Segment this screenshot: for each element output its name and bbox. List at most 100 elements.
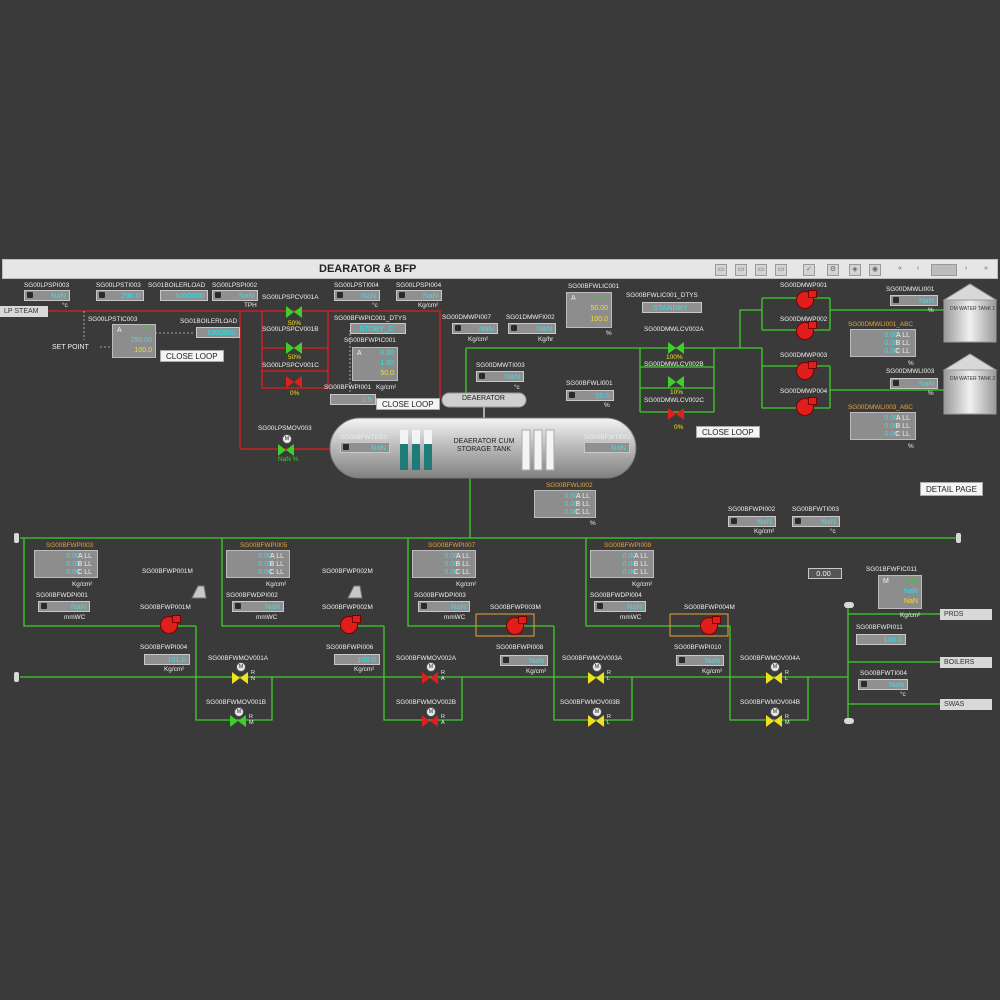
pump4-dis-value[interactable]: NaN <box>676 655 724 666</box>
signal-lines <box>83 311 351 395</box>
lpsti003-value[interactable]: 290.0 <box>96 290 144 301</box>
bfwti004-value[interactable]: NaN <box>858 679 908 690</box>
page-slider[interactable] <box>931 264 957 276</box>
lcv002b-valve[interactable] <box>668 376 684 388</box>
pump2-dis-value[interactable]: 100.0 <box>334 654 380 665</box>
layers-icon[interactable]: ◈ <box>849 264 861 276</box>
lcv002c-valve[interactable] <box>668 408 684 420</box>
bfwti001-value[interactable]: NaN <box>340 442 390 453</box>
dmwli003-value[interactable]: NaN <box>890 378 938 389</box>
pump3-icon[interactable] <box>506 616 527 635</box>
bfwti002-value[interactable]: NaN <box>584 442 630 453</box>
dmwp004-pump[interactable] <box>796 397 817 416</box>
export-icon[interactable]: ▭ <box>775 264 787 276</box>
pump1-dis-value[interactable]: 101.0 <box>144 654 190 665</box>
dmwfi002-value[interactable]: NaN <box>508 323 556 334</box>
lpspi002-value[interactable]: NaN <box>212 290 258 301</box>
dmwpi007-value[interactable]: NaN <box>452 323 498 334</box>
lpsti004-value[interactable]: NaN <box>334 290 380 301</box>
mov002a-valve[interactable] <box>422 672 438 684</box>
print-icon[interactable]: ▭ <box>715 264 727 276</box>
pump2-motor-tag: SG00BFWP002M <box>322 568 373 575</box>
bfwfic011-controller[interactable]: M 0.00 NaN NaN <box>878 575 922 609</box>
bfwpic-dtys-value[interactable]: STDBY_C <box>350 323 406 334</box>
view-icon[interactable]: ◉ <box>869 264 881 276</box>
bfwpic001-tag: SG00BFWPIC001 <box>344 337 396 344</box>
dmwti003-value[interactable]: NaN <box>476 371 524 382</box>
pump1-dpi-value[interactable]: NaN <box>38 601 90 612</box>
lpsmov003-valve[interactable] <box>278 444 294 456</box>
detail-page-button[interactable]: DETAIL PAGE <box>920 482 983 496</box>
bfwti003-value[interactable]: NaN <box>792 516 840 527</box>
lpspi004-value[interactable]: NaN <box>396 290 442 301</box>
pump4-pump-tag: SG00BFWP004M <box>684 604 735 611</box>
pcv001b-tag: SG00LPSPCV001B <box>262 326 319 333</box>
dmwp002-pump[interactable] <box>796 321 817 340</box>
pcv001b-valve[interactable] <box>286 342 302 354</box>
bfwpi011-value[interactable]: 140.0 <box>856 634 906 645</box>
last-page-icon[interactable]: » <box>984 265 988 272</box>
mov001a-valve[interactable] <box>232 672 248 684</box>
bfwpi001-value[interactable]: 1.5 <box>330 394 376 405</box>
bfwti001-tag: SG00BFWTI001 <box>340 434 387 441</box>
dmwp003-pump[interactable] <box>796 361 817 380</box>
mov003b-valve[interactable] <box>588 715 604 727</box>
dmwli003-tag: SG00DMWLI003 <box>886 368 935 375</box>
save-icon[interactable]: ▭ <box>735 264 747 276</box>
bfwlic-dtys-value[interactable]: STANDBY <box>642 302 702 313</box>
dmwp001-pump[interactable] <box>796 290 817 309</box>
pump4-icon[interactable] <box>700 616 721 635</box>
bfwli001-value[interactable]: 50.0 <box>566 390 614 401</box>
dmwli001-value[interactable]: NaN <box>890 295 938 306</box>
pcv001c-valve[interactable] <box>286 376 302 388</box>
bfwlic001-controller[interactable]: A 20.00 50.00 100.0 <box>566 292 612 328</box>
pump2-dpi-value[interactable]: NaN <box>232 601 284 612</box>
pump3-dis-value[interactable]: NaN <box>500 655 548 666</box>
readout-box[interactable]: 0.00 <box>808 568 842 579</box>
lpspi003-value[interactable]: NaN <box>24 290 70 301</box>
bfwpic-dtys-tag: SG00BFWPIC001_DTYS <box>334 315 407 322</box>
mov004a-valve[interactable] <box>766 672 782 684</box>
bfwpic001-controller[interactable]: A 0.00 1.50 50.0 <box>352 347 398 381</box>
bfwpi002-tag: SG00BFWPI002 <box>728 506 776 513</box>
mov002b-valve[interactable] <box>422 715 438 727</box>
settings-icon[interactable]: ⚙ <box>827 264 839 276</box>
dmwpi007-tag: SG00DMWPI007 <box>442 314 492 321</box>
close-loop-button-3[interactable]: CLOSE LOOP <box>696 426 760 438</box>
boilerload-value[interactable]: 1000000 <box>160 290 208 301</box>
close-loop-button-2[interactable]: CLOSE LOOP <box>376 398 440 410</box>
lpspi004-tag: SG00LPSPI004 <box>396 282 442 289</box>
mov004b-valve[interactable] <box>766 715 782 727</box>
pump2-pump-tag: SG00BFWP002M <box>322 604 373 611</box>
pcv001a-valve[interactable] <box>286 306 302 318</box>
bfwli002-tag: SG00BFWLI002 <box>546 482 593 489</box>
dm-tank-2-label: DM WATER TANK 2 <box>950 376 996 382</box>
bfwti003-tag: SG00BFWTI003 <box>792 506 839 513</box>
mov003a-valve[interactable] <box>588 672 604 684</box>
prev-page-icon[interactable]: ‹ <box>916 265 920 272</box>
mov001b-valve[interactable] <box>230 715 246 727</box>
close-loop-button-1[interactable]: CLOSE LOOP <box>160 350 224 362</box>
copy-icon[interactable]: ▭ <box>755 264 767 276</box>
pump4-dpi-value[interactable]: NaN <box>594 601 646 612</box>
pump2-icon[interactable] <box>340 615 361 634</box>
pump3-dpi-value[interactable]: NaN <box>418 601 470 612</box>
bfwpi001-tag: SG00BFWPI001 <box>324 384 372 391</box>
first-page-icon[interactable]: « <box>898 265 902 272</box>
lcv002a-valve[interactable] <box>668 342 684 354</box>
boilerload2-value[interactable]: 1000000 <box>196 327 240 338</box>
next-page-icon[interactable]: › <box>964 265 968 272</box>
lpstic003-controller[interactable]: A 0.00 290.00 100.0 <box>112 324 156 358</box>
bfwpi002-value[interactable]: NaN <box>728 516 776 527</box>
pump1-icon[interactable] <box>160 615 181 634</box>
lpspi003-tag: SG00LPSPI003 <box>24 282 70 289</box>
check-icon[interactable]: ✓ <box>803 264 815 276</box>
